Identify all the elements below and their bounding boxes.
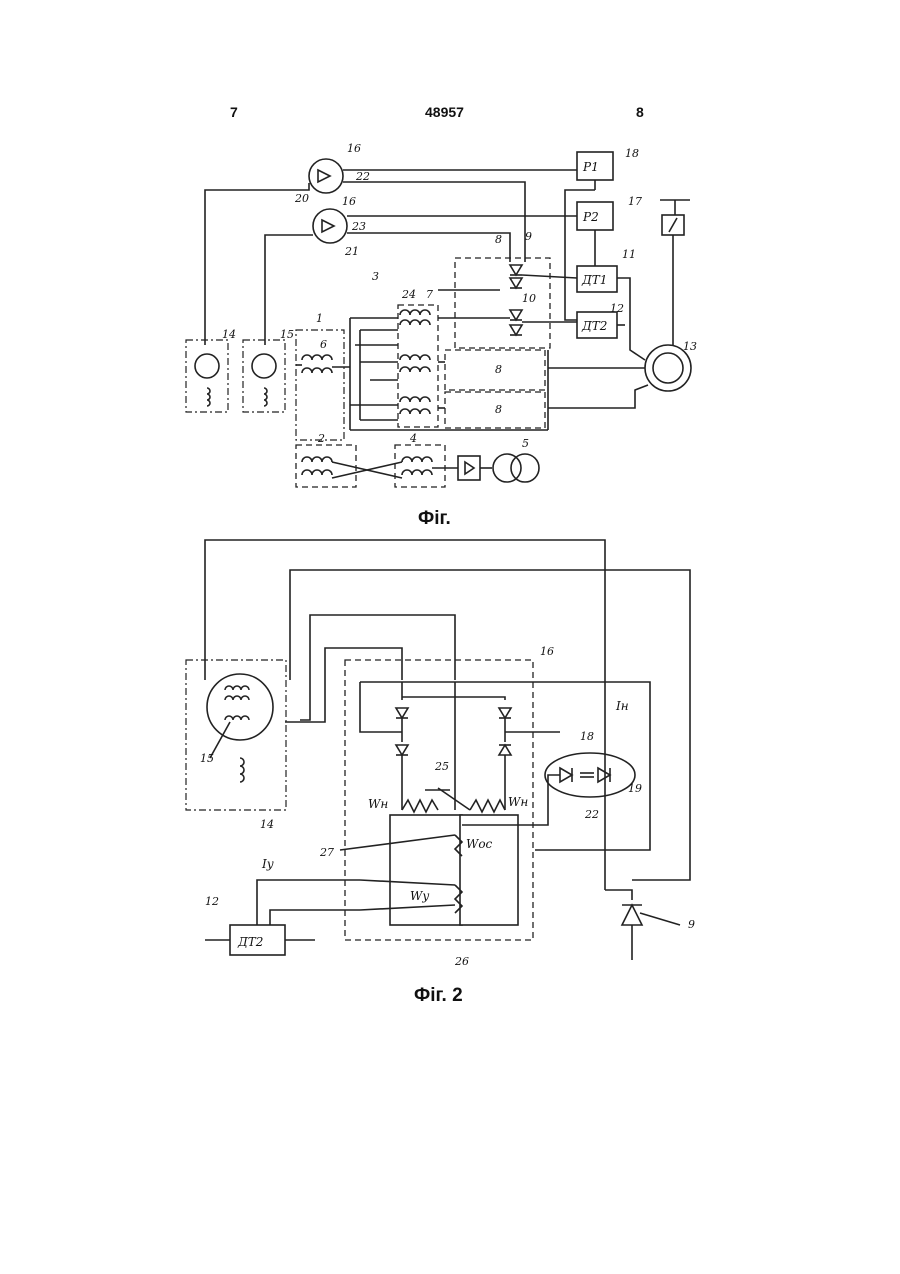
svg-text:14: 14 [260, 818, 274, 831]
generator-14-box [186, 660, 286, 810]
svg-text:18: 18 [580, 730, 594, 743]
svg-text:6: 6 [320, 338, 327, 351]
current-label-iy: Iу [261, 857, 274, 871]
svg-text:3: 3 [372, 270, 379, 283]
svg-text:12: 12 [610, 302, 624, 315]
svg-text:25: 25 [434, 760, 449, 773]
svg-text:24: 24 [401, 288, 416, 301]
optocoupler-bottom [313, 209, 347, 243]
label-dt2-fig2: ДТ2 [237, 935, 263, 949]
svg-text:23: 23 [351, 220, 366, 233]
svg-text:22: 22 [355, 170, 370, 183]
svg-text:16: 16 [540, 645, 554, 658]
svg-text:1: 1 [316, 312, 323, 325]
optocoupler-22 [545, 753, 635, 797]
svg-text:26: 26 [454, 955, 469, 968]
ref-16: 16 [347, 142, 361, 155]
svg-text:9: 9 [525, 230, 532, 243]
svg-text:18: 18 [625, 147, 639, 160]
label-p1: Р1 [582, 160, 599, 174]
svg-text:10: 10 [522, 292, 536, 305]
svg-text:5: 5 [522, 437, 529, 450]
svg-text:8: 8 [495, 233, 502, 246]
svg-text:11: 11 [622, 248, 636, 261]
svg-text:15: 15 [280, 328, 294, 341]
svg-text:12: 12 [205, 895, 219, 908]
magnetic-core-left [390, 815, 462, 925]
generator-14-box [186, 340, 228, 412]
svg-text:8: 8 [495, 403, 502, 416]
figure-1-caption: Фіг. [418, 508, 451, 530]
sensor-dt2-box [230, 925, 285, 955]
block-16 [345, 660, 533, 940]
svg-text:16: 16 [342, 195, 356, 208]
svg-text:15: 15 [200, 752, 214, 765]
svg-text:9: 9 [688, 918, 695, 931]
svg-text:4: 4 [409, 432, 417, 445]
svg-text:2: 2 [317, 432, 325, 445]
winding-label-wy: Wу [410, 889, 429, 903]
winding-label-woc: Wос [466, 837, 493, 851]
svg-text:14: 14 [222, 328, 236, 341]
label-dt1: ДТ1 [581, 273, 607, 287]
winding-label-wn-right: Wн [508, 795, 528, 809]
optocoupler-top [309, 159, 343, 193]
label-p2: Р2 [582, 210, 599, 224]
svg-text:21: 21 [344, 245, 359, 258]
current-label-in: Iн [615, 699, 629, 713]
svg-text:27: 27 [319, 846, 334, 859]
magnetic-core-right [460, 815, 518, 925]
figure-1-schematic: 16 22 20 16 23 21 18 17 11 12 13 8 9 10 … [0, 0, 900, 520]
svg-text:8: 8 [495, 363, 502, 376]
svg-text:13: 13 [683, 340, 697, 353]
generator-15-box [243, 340, 285, 412]
figure-2-caption: Фіг. 2 [414, 985, 463, 1007]
svg-text:22: 22 [584, 808, 599, 821]
svg-text:17: 17 [628, 195, 642, 208]
transformer-5 [493, 454, 521, 482]
svg-text:19: 19 [628, 782, 642, 795]
svg-text:20: 20 [294, 192, 309, 205]
label-dt2: ДТ2 [581, 319, 607, 333]
winding-label-wn-left: Wн [368, 797, 388, 811]
svg-text:7: 7 [426, 288, 433, 301]
